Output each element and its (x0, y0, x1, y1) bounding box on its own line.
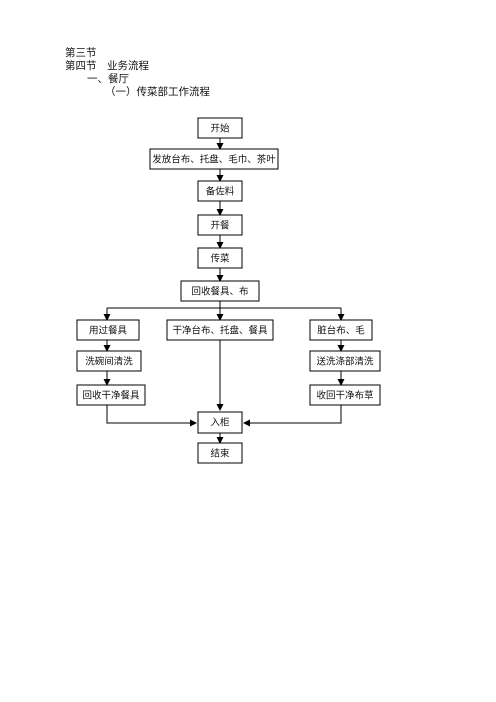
node-collect-clean-linen-label: 收回干净布草 (316, 390, 373, 402)
node-store-label: 入柜 (210, 417, 230, 429)
node-collect-label: 回收餐具、布 (191, 286, 248, 298)
node-collect-clean-tableware: 回收干净餐具 (76, 384, 146, 406)
node-used-tableware: 用过餐具 (76, 319, 140, 341)
node-collect-clean-tableware-label: 回收干净餐具 (82, 390, 140, 402)
node-place-items: 发放台布、托盘、毛巾、茶叶 (149, 148, 279, 170)
node-dishwashing: 洗碗间清洗 (76, 350, 142, 372)
node-clean-items-label: 干净台布、托盘、餐具 (172, 325, 268, 337)
node-collect: 回收餐具、布 (180, 280, 260, 302)
node-place-items-label: 发放台布、托盘、毛巾、茶叶 (152, 154, 276, 166)
node-end-label: 结束 (210, 448, 230, 460)
node-end: 结束 (197, 442, 243, 464)
node-start-label: 开始 (210, 123, 230, 135)
node-collect-clean-linen: 收回干净布草 (309, 384, 381, 406)
part-1-heading: 一、餐厅 (87, 73, 129, 85)
node-serve-label: 传菜 (210, 253, 230, 265)
node-laundry-label: 送洗涤部清洗 (316, 356, 374, 368)
node-used-tableware-label: 用过餐具 (89, 325, 128, 337)
node-serve: 传菜 (197, 247, 243, 269)
node-dishwashing-label: 洗碗间清洗 (85, 356, 133, 368)
node-prepare-label: 备佐料 (206, 186, 235, 198)
node-prepare: 备佐料 (197, 180, 243, 202)
node-clean-items: 干净台布、托盘、餐具 (166, 319, 274, 341)
node-dirty-linen: 脏台布、毛 (309, 319, 373, 341)
node-start: 开始 (197, 117, 243, 139)
subpart-1-heading: （一）传菜部工作流程 (105, 86, 210, 98)
node-open-meal-label: 开餐 (210, 220, 230, 232)
section-3-heading: 第三节 (65, 47, 97, 59)
node-laundry: 送洗涤部清洗 (309, 350, 381, 372)
arrow-collect-linen-to-store (243, 405, 342, 427)
arrow-collect-clean-to-store (106, 405, 197, 427)
node-dirty-linen-label: 脏台布、毛 (317, 325, 365, 337)
node-store: 入柜 (197, 411, 243, 434)
section-4-heading: 第四节 业务流程 (65, 60, 149, 72)
node-open-meal: 开餐 (197, 214, 243, 236)
